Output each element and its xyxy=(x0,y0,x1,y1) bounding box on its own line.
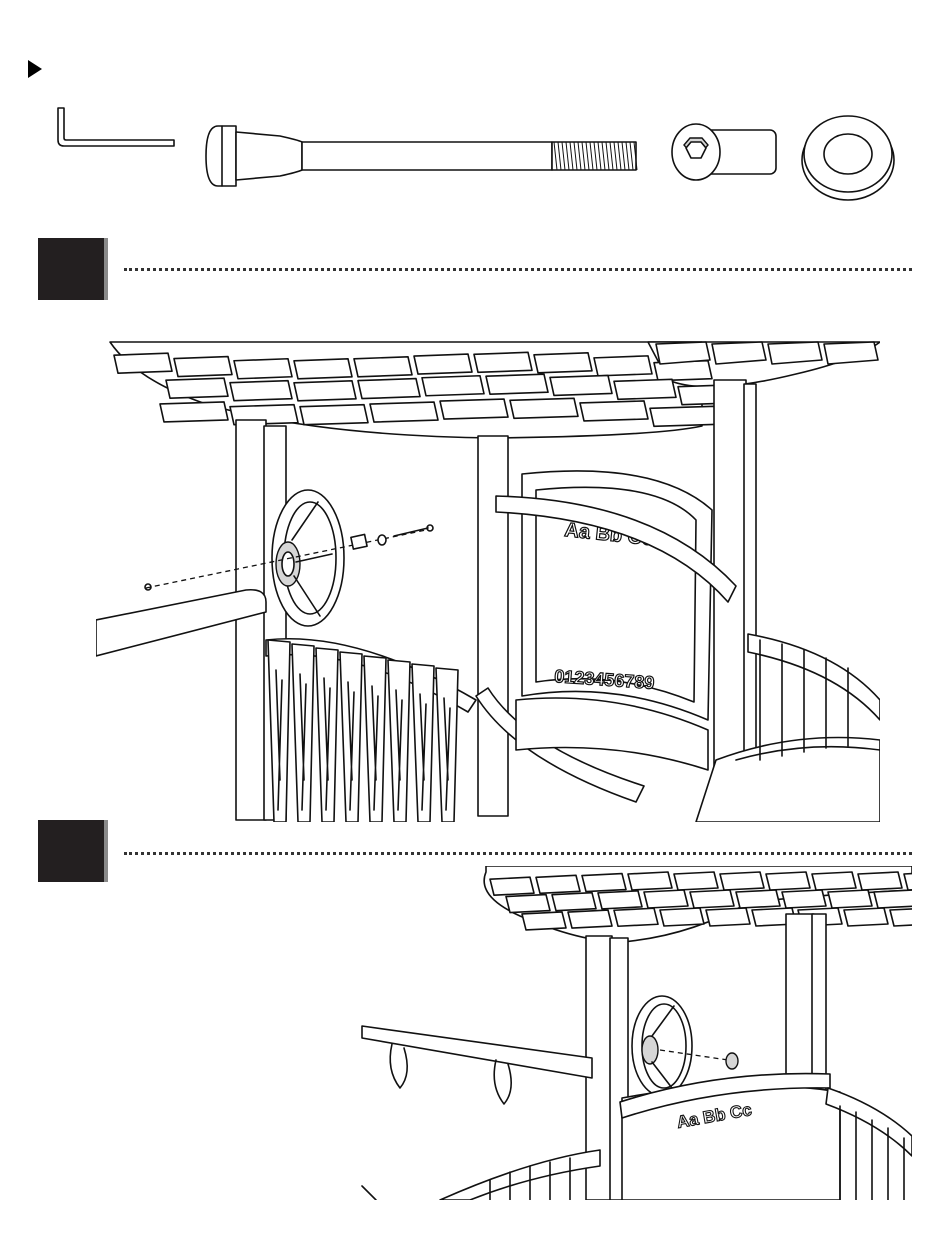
barrel-nut-icon xyxy=(672,124,776,180)
step-1-separator xyxy=(124,268,912,271)
hex-key-icon xyxy=(58,108,174,146)
swing-beam xyxy=(362,1026,592,1078)
step-2-separator xyxy=(124,852,912,855)
roof-shingles xyxy=(484,866,912,942)
step-1-illustration: Aa Bb Cc 0123456789 xyxy=(96,340,880,822)
steering-wheel xyxy=(272,490,344,626)
long-bolt-icon xyxy=(206,126,637,186)
washer-icon xyxy=(802,116,894,200)
play-marker-icon xyxy=(28,60,42,78)
roof-shingles xyxy=(110,342,880,438)
curtain-flaps xyxy=(268,640,458,822)
step-1-number-box xyxy=(38,238,104,300)
step-2-illustration: Aa Bb Cc xyxy=(360,866,912,1200)
step-2-number-box xyxy=(38,820,104,882)
hardware-parts xyxy=(40,100,910,210)
